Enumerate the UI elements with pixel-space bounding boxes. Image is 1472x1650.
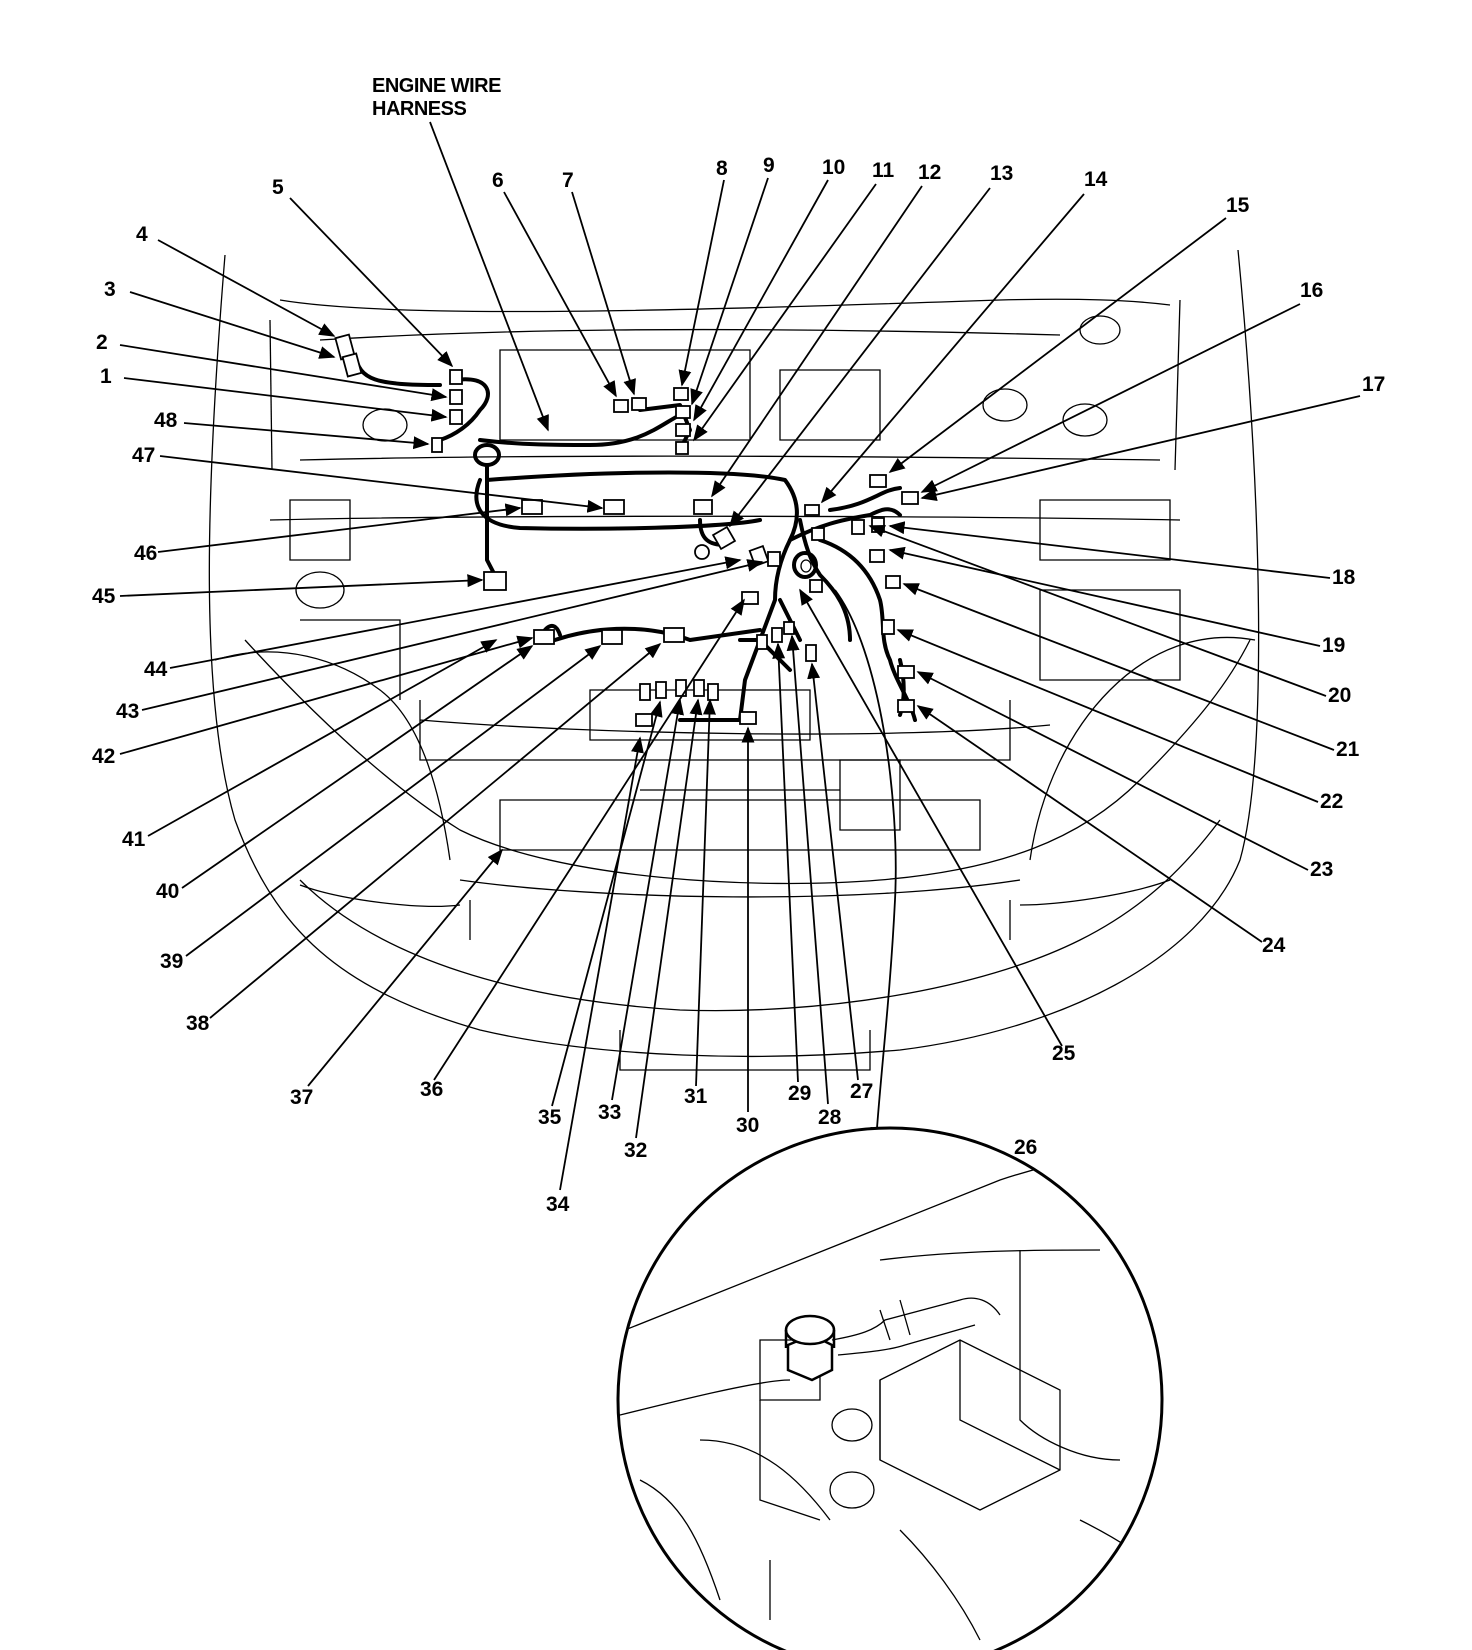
detail-leader: [834, 589, 897, 1144]
callout-10: 10: [822, 156, 845, 179]
callout-43: 43: [116, 700, 139, 723]
callout-23: 23: [1310, 858, 1333, 881]
callout-40: 40: [156, 880, 179, 903]
callout-9: 9: [763, 154, 775, 177]
callout-14: 14: [1084, 168, 1108, 191]
callout-8: 8: [716, 157, 728, 180]
detail-inset: [616, 1126, 1164, 1650]
callout-42: 42: [92, 745, 115, 768]
connectors: [334, 333, 919, 727]
callout-17: 17: [1362, 373, 1385, 396]
callout-13: 13: [990, 162, 1013, 185]
callout-28: 28: [818, 1106, 842, 1129]
callout-36: 36: [420, 1078, 443, 1101]
callout-5: 5: [272, 176, 284, 199]
callout-44: 44: [144, 658, 168, 681]
callout-7: 7: [562, 169, 574, 192]
callout-16: 16: [1300, 279, 1323, 302]
callout-15: 15: [1226, 194, 1250, 217]
callout-22: 22: [1320, 790, 1343, 813]
callout-45: 45: [92, 585, 116, 608]
callout-33: 33: [598, 1101, 621, 1124]
callout-46: 46: [134, 542, 157, 565]
callout-6: 6: [492, 169, 504, 192]
callout-24: 24: [1262, 934, 1286, 957]
callout-35: 35: [538, 1106, 562, 1129]
callout-39: 39: [160, 950, 183, 973]
callout-48: 48: [154, 409, 178, 432]
callout-20: 20: [1328, 684, 1351, 707]
callout-41: 41: [122, 828, 146, 851]
callout-26: 26: [1014, 1136, 1037, 1159]
harness-label-line-2: HARNESS: [372, 98, 466, 120]
callout-18: 18: [1332, 566, 1356, 589]
callout-38: 38: [186, 1012, 210, 1035]
harness-label-leader: [429, 121, 549, 432]
callout-27: 27: [850, 1080, 873, 1103]
callout-34: 34: [546, 1193, 570, 1216]
callout-29: 29: [788, 1082, 811, 1105]
callout-1: 1: [100, 365, 112, 388]
callout-47: 47: [132, 444, 155, 467]
callout-3: 3: [104, 278, 116, 301]
callout-19: 19: [1322, 634, 1345, 657]
callout-21: 21: [1336, 738, 1360, 761]
callout-30: 30: [736, 1114, 759, 1137]
callout-25: 25: [1052, 1042, 1076, 1065]
callout-32: 32: [624, 1139, 647, 1162]
callout-31: 31: [684, 1085, 708, 1108]
callout-4: 4: [136, 223, 148, 246]
callout-2: 2: [96, 331, 108, 354]
callout-12: 12: [918, 161, 941, 184]
callout-37: 37: [290, 1086, 313, 1109]
harness-label-line-1: ENGINE WIRE: [372, 75, 501, 97]
callout-11: 11: [872, 159, 895, 182]
